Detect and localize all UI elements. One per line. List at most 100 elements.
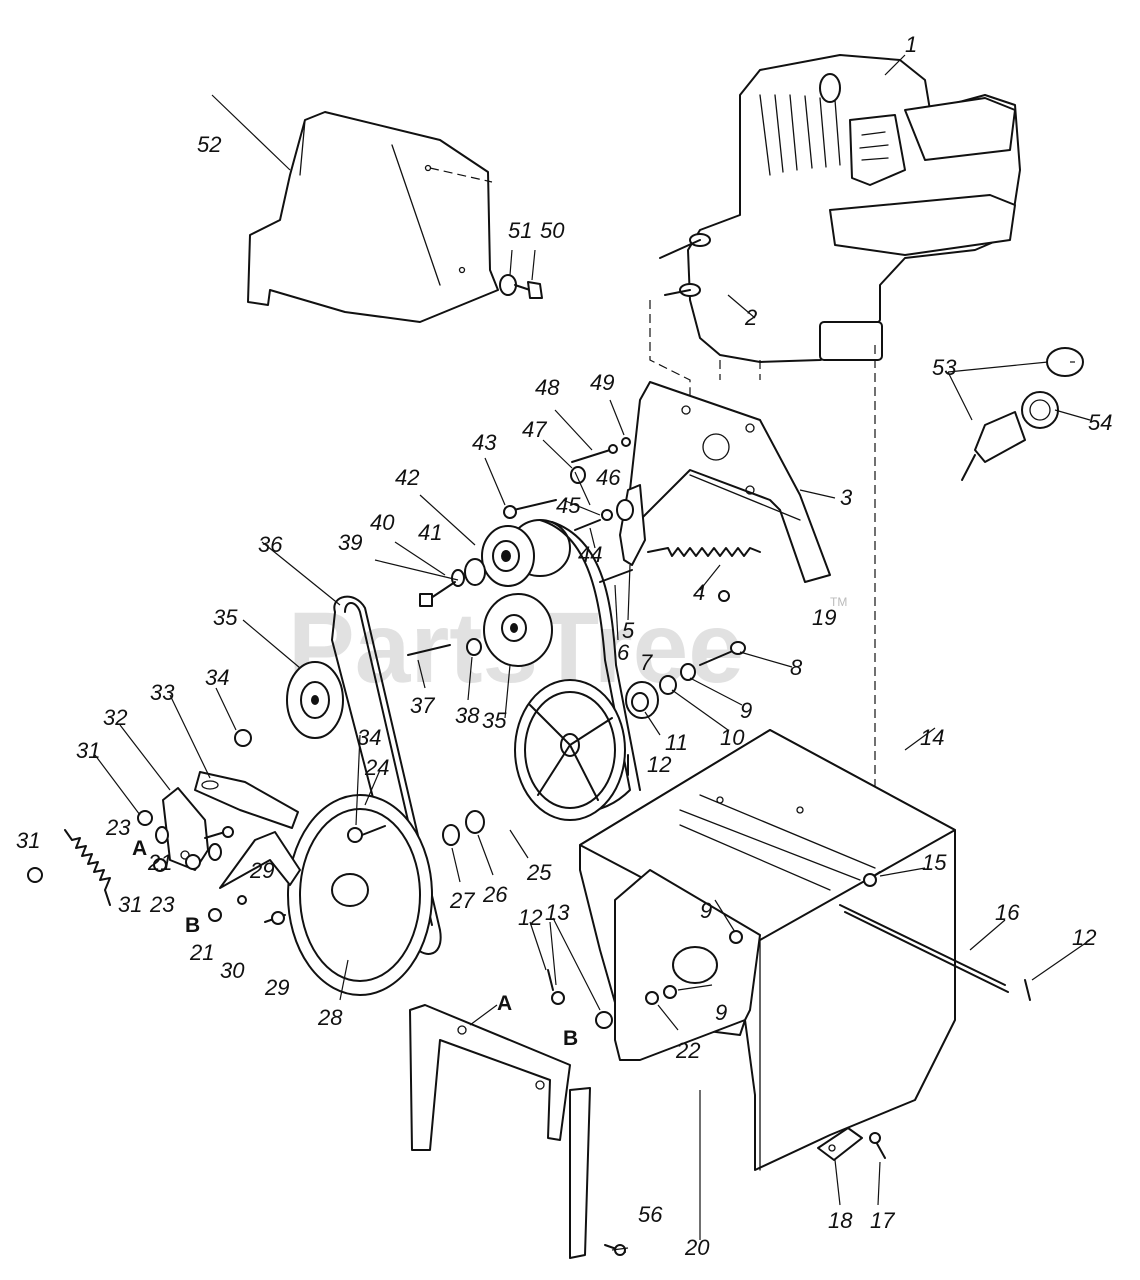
label-part-26: 26 [482, 882, 508, 907]
washer-part-21-b [208, 908, 222, 922]
drive-pulley-part-28 [287, 794, 433, 996]
nut-part-31-left [27, 867, 43, 883]
washer-part-13-b [595, 1011, 613, 1029]
nut-part-45 [601, 509, 613, 521]
label-part-21-lower: 21 [189, 940, 214, 965]
bolt-part-29-lower [264, 911, 286, 925]
nut-part-26 [465, 810, 485, 834]
washer-part-9-mid [729, 930, 743, 944]
label-part-38: 38 [455, 703, 480, 728]
label-part-47: 47 [522, 417, 547, 442]
arm-plate-part-29 [219, 831, 301, 889]
label-part-48: 48 [535, 375, 560, 400]
bolt-part-48 [571, 444, 618, 463]
bracket-part-32 [162, 787, 209, 871]
bushing-part-46 [616, 499, 634, 521]
label-part-44: 44 [578, 542, 602, 567]
idler-pulley-part-35-center [483, 593, 553, 667]
label-part-29-lower: 29 [264, 975, 289, 1000]
washer-part-47 [570, 466, 586, 484]
nut-part-49 [621, 437, 631, 447]
bolt-part-39 [419, 581, 456, 607]
washer-part-30 [237, 895, 247, 905]
bracket-a [409, 1004, 571, 1151]
washer-part-51 [499, 274, 517, 296]
label-part-9-top: 9 [740, 698, 752, 723]
label-part-34-right: 34 [357, 725, 381, 750]
label-part-45: 45 [556, 493, 581, 518]
label-part-12-right: 12 [1072, 925, 1096, 950]
washer-part-21-a [153, 858, 167, 872]
label-part-54: 54 [1088, 410, 1112, 435]
label-part-16: 16 [995, 900, 1020, 925]
label-part-32: 32 [103, 705, 127, 730]
washer-part-23-upper [155, 826, 169, 844]
label-part-20: 20 [684, 1235, 710, 1260]
screw-part-56 [604, 1244, 626, 1256]
washer-part-41 [464, 558, 486, 586]
letter-labels: A B A B [132, 837, 578, 1050]
label-part-31-lower: 31 [118, 892, 142, 917]
label-part-34-left: 34 [205, 665, 229, 690]
letter-a-left: A [132, 837, 147, 860]
label-part-39: 39 [338, 530, 362, 555]
label-part-50: 50 [540, 218, 565, 243]
bolt-part-37 [407, 644, 451, 656]
bolt-part-24 [361, 825, 386, 836]
idler-arm-part-5 [619, 484, 646, 566]
label-part-52: 52 [197, 132, 221, 157]
bolt-part-50 [514, 281, 543, 299]
washer-part-23-lower [208, 843, 222, 861]
engine-part-1 [649, 54, 1021, 820]
label-part-53: 53 [932, 355, 957, 380]
label-part-5: 5 [622, 618, 635, 643]
letter-b-bracket: B [563, 1027, 578, 1050]
label-part-56: 56 [638, 1202, 663, 1227]
bolt-part-17 [869, 1132, 886, 1159]
pulley-part-42 [481, 519, 571, 587]
label-part-8: 8 [790, 655, 803, 680]
washer-part-27 [442, 824, 460, 846]
label-part-23-lower: 23 [149, 892, 175, 917]
pulley-part-35-left [286, 661, 344, 739]
spacer-part-10 [659, 675, 677, 695]
label-part-31-upper: 31 [76, 738, 100, 763]
label-part-35-left: 35 [213, 605, 238, 630]
spring-part-4 [647, 547, 761, 557]
spacer-part-44 [574, 519, 601, 531]
bracket-b [569, 1087, 591, 1259]
label-part-21-upper: 21 [147, 850, 172, 875]
cotter-pin-part-12-right [1024, 979, 1031, 1001]
label-part-25: 25 [526, 860, 552, 885]
label-part-1: 1 [905, 32, 917, 57]
shaft-part-16 [839, 904, 1009, 993]
washer-part-9-top [680, 663, 696, 681]
label-part-7: 7 [640, 650, 653, 675]
watermark-trademark: TM [830, 595, 847, 609]
washer-part-13-a [551, 991, 565, 1005]
idler-bracket-part-33 [194, 771, 299, 829]
nut-part-31-upper [137, 810, 153, 826]
label-part-29-upper: 29 [249, 858, 274, 883]
label-part-4: 4 [693, 580, 705, 605]
label-part-28: 28 [317, 1005, 343, 1030]
nut-part-34-left [234, 729, 252, 747]
auger-pulley-part-7 [514, 679, 626, 821]
label-part-2: 2 [744, 305, 757, 330]
label-part-24: 24 [364, 755, 389, 780]
label-part-11: 11 [665, 730, 688, 755]
label-part-10: 10 [720, 725, 745, 750]
label-part-42: 42 [395, 465, 419, 490]
label-part-35-center: 35 [482, 708, 507, 733]
label-part-36: 36 [258, 532, 283, 557]
belt-cover-part-52 [247, 111, 499, 323]
label-part-37: 37 [410, 693, 435, 718]
label-part-3: 3 [840, 485, 853, 510]
label-part-9-low: 9 [715, 1000, 727, 1025]
letter-a-bracket: A [497, 992, 512, 1015]
label-part-33: 33 [150, 680, 175, 705]
label-part-43: 43 [472, 430, 497, 455]
label-part-14: 14 [920, 725, 944, 750]
label-part-31-left: 31 [16, 828, 40, 853]
bolt-part-6 [599, 569, 633, 583]
